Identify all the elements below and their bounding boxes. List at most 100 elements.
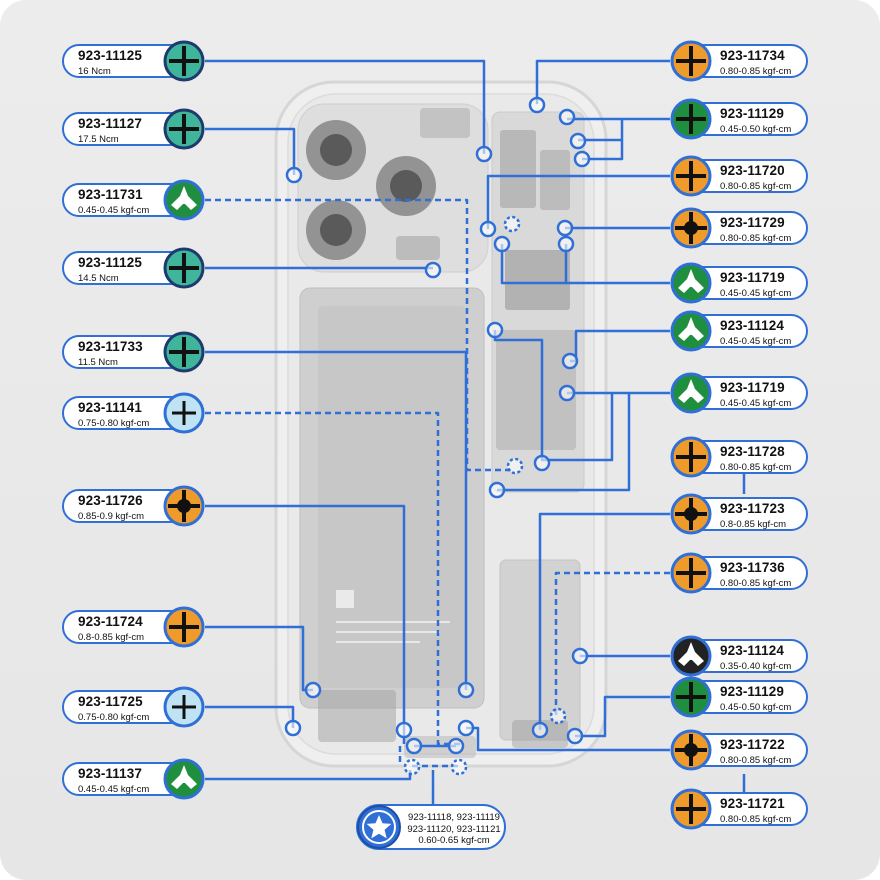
part-number: 923-11724 — [78, 614, 143, 629]
standoff-bit-icon — [670, 207, 712, 249]
screw-marker — [573, 150, 591, 168]
torque-spec: 0.80-0.85 kgf-cm — [720, 65, 792, 77]
torque-spec: 0.45-0.45 kgf-cm — [720, 397, 792, 409]
screw-marker-hidden — [506, 457, 524, 475]
torque-spec: 0.80-0.85 kgf-cm — [720, 461, 792, 473]
screw-marker — [571, 647, 589, 665]
callout-left-9: 923-11725 0.75-0.80 kgf-cm — [62, 686, 205, 728]
phillips-bit-icon — [670, 552, 712, 594]
part-number: 923-11125 — [78, 48, 142, 63]
phillips-bit-icon — [670, 98, 712, 140]
pentalobe-bit-icon — [356, 804, 402, 850]
phillips-bit-icon — [670, 40, 712, 82]
leader-line — [564, 244, 670, 285]
screw-marker — [447, 737, 465, 755]
part-number: 923-11720 — [720, 163, 785, 178]
torque-spec: 0.60-0.65 kgf-cm — [418, 835, 490, 846]
screw-marker — [493, 235, 511, 253]
leader-line — [205, 705, 295, 728]
phillips-bit-icon — [163, 331, 205, 373]
torque-spec: 0.75-0.80 kgf-cm — [78, 711, 150, 723]
standoff-bit-icon — [670, 729, 712, 771]
tri-point-bit-icon — [670, 262, 712, 304]
screw-marker — [405, 737, 423, 755]
torque-spec: 0.45-0.50 kgf-cm — [720, 701, 792, 713]
leader-line — [205, 504, 406, 744]
screw-marker — [528, 96, 546, 114]
torque-spec: 16 Ncm — [78, 65, 111, 77]
callout-left-1: 923-11125 16 Ncm — [62, 40, 205, 82]
screw-marker-hidden — [503, 215, 521, 233]
torque-spec: 0.80-0.85 kgf-cm — [720, 813, 792, 825]
phillips-bit-icon — [670, 788, 712, 830]
screw-marker-hidden — [450, 758, 468, 776]
torque-spec: 11.5 Ncm — [78, 356, 118, 368]
part-number: 923-11719 — [720, 270, 785, 285]
callout-left-7: 923-11726 0.85-0.9 kgf-cm — [62, 485, 205, 527]
leader-line — [205, 198, 515, 472]
phillips-bit-icon — [163, 108, 205, 150]
callout-right-5: 923-11719 0.45-0.45 kgf-cm — [670, 262, 808, 304]
screw-marker — [488, 481, 506, 499]
torque-spec: 0.45-0.45 kgf-cm — [720, 335, 792, 347]
leader-line — [554, 571, 670, 716]
standoff-bit-icon — [163, 485, 205, 527]
part-number: 923-11729 — [720, 215, 785, 230]
screw-marker — [533, 454, 551, 472]
part-number: 923-11723 — [720, 501, 785, 516]
torque-spec: 0.8-0.85 kgf-cm — [78, 631, 144, 643]
leader-line — [205, 411, 461, 746]
standoff-bit-icon — [670, 493, 712, 535]
part-number: 923-11726 — [78, 493, 143, 508]
phillips-bit-icon — [670, 676, 712, 718]
leader-line — [497, 393, 631, 492]
part-number: 923-11141 — [78, 400, 142, 415]
phillips-bit-icon — [163, 40, 205, 82]
phillips-bit-icon — [163, 686, 205, 728]
screw-marker — [285, 166, 303, 184]
torque-spec: 0.80-0.85 kgf-cm — [720, 577, 792, 589]
part-number: 923-11127 — [78, 116, 142, 131]
part-number: 923-11129 — [720, 106, 784, 121]
phillips-bit-icon — [670, 436, 712, 478]
part-number: 923-11725 — [78, 694, 143, 709]
leader-line — [535, 59, 670, 104]
part-number: 923-11124 — [720, 643, 784, 658]
tri-point-bit-icon — [670, 372, 712, 414]
torque-spec: 0.45-0.45 kgf-cm — [720, 287, 792, 299]
screw-marker — [424, 261, 442, 279]
tri-point-bit-icon — [163, 758, 205, 800]
screw-marker — [558, 108, 576, 126]
leader-line — [205, 59, 486, 154]
part-number: 923-11125 — [78, 255, 142, 270]
phillips-bit-icon — [163, 392, 205, 434]
screw-marker — [475, 145, 493, 163]
part-number: 923-11137 — [78, 766, 142, 781]
screw-marker — [556, 219, 574, 237]
leader-line — [570, 329, 670, 363]
callout-right-4: 923-11729 0.80-0.85 kgf-cm — [670, 207, 808, 249]
torque-spec: 0.8-0.85 kgf-cm — [720, 518, 786, 530]
screw-marker — [457, 719, 475, 737]
leader-line — [500, 244, 566, 285]
leader-line — [205, 770, 412, 781]
torque-spec: 0.80-0.85 kgf-cm — [720, 232, 792, 244]
callout-left-2: 923-11127 17.5 Ncm — [62, 108, 205, 150]
leader-line — [205, 127, 296, 175]
torque-spec: 0.85-0.9 kgf-cm — [78, 510, 144, 522]
part-number: 923-11731 — [78, 187, 143, 202]
torque-spec: 0.35-0.40 kgf-cm — [720, 660, 792, 672]
callout-right-12: 923-11129 0.45-0.50 kgf-cm — [670, 676, 808, 718]
torque-spec: 0.45-0.45 kgf-cm — [78, 783, 150, 795]
screw-marker — [566, 727, 584, 745]
part-number: 923-11129 — [720, 684, 784, 699]
torque-spec: 17.5 Ncm — [78, 133, 119, 145]
